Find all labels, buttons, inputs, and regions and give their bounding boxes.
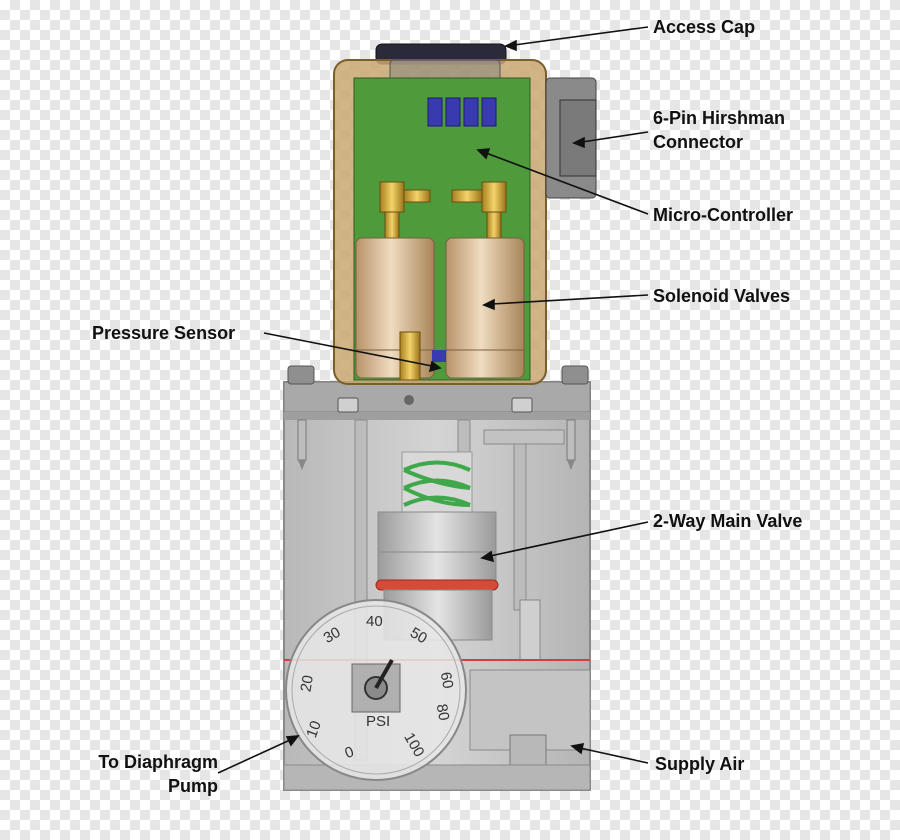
label-hirshman-line1: 6-Pin Hirshman xyxy=(653,108,786,128)
label-supply-air: Supply Air xyxy=(655,754,745,774)
gauge-tick-30: 30 xyxy=(321,624,344,647)
gauge-tick-50: 50 xyxy=(407,624,430,647)
label-micro-controller: Micro-Controller xyxy=(653,205,794,225)
label-solenoid-valves: Solenoid Valves xyxy=(653,286,791,306)
gauge-needle xyxy=(374,659,394,689)
label-diaphragm-line1: To Diaphragm xyxy=(98,752,218,772)
pressure-gauge: PSI 0 10 20 30 40 50 60 80 100 xyxy=(285,599,467,781)
gauge-tick-20: 20 xyxy=(297,674,317,693)
label-access-cap: Access Cap xyxy=(653,17,756,37)
gauge-tick-60: 60 xyxy=(437,671,457,690)
gauge-tick-80: 80 xyxy=(433,703,453,722)
label-main-valve: 2-Way Main Valve xyxy=(653,511,803,531)
label-pressure-sensor: Pressure Sensor xyxy=(92,323,236,343)
leader-lines xyxy=(217,26,649,774)
gauge-unit-label: PSI xyxy=(366,713,390,730)
pressure-sensor xyxy=(399,331,421,381)
solenoid-valve-right xyxy=(445,237,525,379)
label-hirshman-line2: Connector xyxy=(653,132,743,152)
gauge-tick-10: 10 xyxy=(303,719,325,740)
controller-housing xyxy=(333,43,597,385)
gauge-tick-40: 40 xyxy=(366,613,383,630)
label-diaphragm-line2: Pump xyxy=(167,776,218,796)
solenoid-valve-left xyxy=(355,237,435,379)
